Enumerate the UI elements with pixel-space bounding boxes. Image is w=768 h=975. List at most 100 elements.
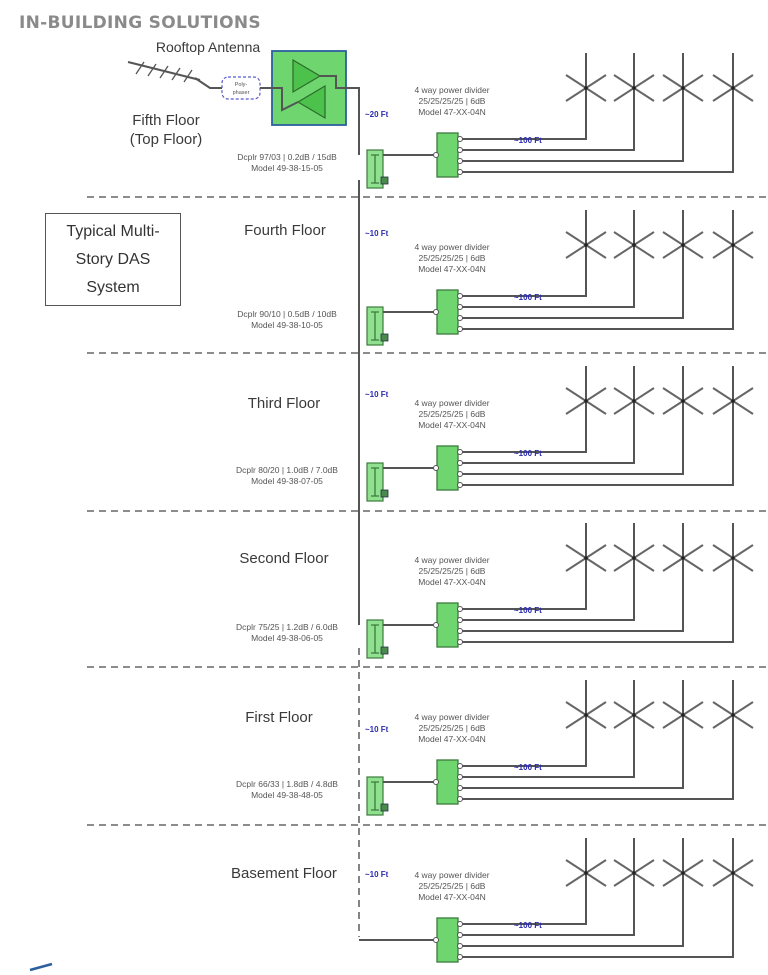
branch-length-label: ~100 Ft — [514, 136, 542, 145]
antenna-center — [584, 86, 588, 90]
branch-cable — [462, 838, 684, 947]
antenna-center — [731, 86, 735, 90]
riser-cable — [346, 87, 360, 155]
branch-cable — [462, 366, 635, 464]
coupler-spec: Dcplr 90/10 | 0.5dB / 10dB — [237, 309, 337, 319]
divider-output-port — [457, 460, 463, 466]
branch-cable — [462, 210, 684, 319]
branch-cable — [462, 838, 635, 936]
power-divider-icon — [436, 917, 459, 963]
power-divider-icon — [436, 602, 459, 648]
divider-output-port — [457, 954, 463, 960]
divider-name: 4 way power divider — [414, 712, 489, 722]
branch-length-label: ~100 Ft — [514, 606, 542, 615]
divider-output-port — [457, 304, 463, 310]
antenna-center — [632, 399, 636, 403]
floor-name: First Floor — [245, 709, 313, 726]
divider-output-port — [457, 293, 463, 299]
floor-name-sub: (Top Floor) — [130, 131, 203, 148]
divider-output-port — [457, 449, 463, 455]
branch-cable — [462, 53, 635, 151]
yagi-element — [171, 67, 181, 81]
riser-length-label: ~20 Ft — [365, 110, 389, 119]
floor-1: Fourth Floor~10 Ft4 way power divider25/… — [237, 210, 754, 346]
divider-name: 4 way power divider — [414, 555, 489, 565]
floor-name: Basement Floor — [231, 865, 337, 882]
coupler-spec: Dcplr 97/03 | 0.2dB / 15dB — [237, 152, 337, 162]
dome-antenna-icon — [662, 544, 704, 572]
divider-model: Model 47-XX-04N — [418, 107, 486, 117]
divider-model: Model 47-XX-04N — [418, 577, 486, 587]
divider-input-port — [433, 937, 439, 943]
dome-antenna-icon — [613, 387, 655, 415]
antenna-center — [731, 243, 735, 247]
floor-2: Third Floor~10 Ft4 way power divider25/2… — [236, 366, 754, 502]
directional-coupler-icon — [366, 306, 389, 346]
dome-antenna-icon — [613, 74, 655, 102]
coupler-spec: Dcplr 75/25 | 1.2dB / 6.0dB — [236, 622, 338, 632]
dome-antenna-icon — [662, 859, 704, 887]
antenna-center — [584, 713, 588, 717]
amplifier-path — [272, 75, 346, 112]
divider-name: 4 way power divider — [414, 870, 489, 880]
antenna-center — [731, 871, 735, 875]
branch-cable — [462, 523, 587, 610]
dome-antenna-icon — [613, 231, 655, 259]
divider-output-port — [457, 785, 463, 791]
floor-0: Fifth Floor(Top Floor)~20 Ft4 way power … — [130, 53, 754, 189]
dome-antenna-icon — [712, 859, 754, 887]
divider-output-port — [457, 482, 463, 488]
branch-length-label: ~100 Ft — [514, 921, 542, 930]
floor-name: Fifth Floor — [132, 112, 200, 129]
power-divider-icon — [436, 759, 459, 805]
branch-length-label: ~100 Ft — [514, 293, 542, 302]
antenna-center — [681, 713, 685, 717]
page-title: IN-BUILDING SOLUTIONS — [19, 13, 261, 33]
antenna-center — [731, 713, 735, 717]
divider-name: 4 way power divider — [414, 398, 489, 408]
branch-cable — [462, 210, 635, 308]
antenna-center — [584, 556, 588, 560]
coupler-termination — [380, 176, 389, 185]
branch-cable — [462, 680, 734, 800]
divider-output-port — [457, 943, 463, 949]
yagi-element — [147, 63, 157, 77]
coupler-glyph — [371, 154, 379, 184]
branch-cable — [462, 838, 734, 958]
branch-cable — [462, 680, 587, 767]
branch-cable — [462, 366, 587, 453]
dome-antenna-icon — [613, 859, 655, 887]
riser-length-label: ~10 Ft — [365, 390, 389, 399]
dome-antenna-icon — [662, 701, 704, 729]
branch-cable — [462, 53, 684, 162]
dome-antenna-icon — [613, 544, 655, 572]
antenna-center — [632, 871, 636, 875]
divider-model: Model 47-XX-04N — [418, 264, 486, 274]
dome-antenna-icon — [712, 701, 754, 729]
branch-cable — [462, 210, 734, 330]
branch-cable — [462, 680, 635, 778]
divider-model: Model 47-XX-04N — [418, 420, 486, 430]
divider-input-port — [433, 622, 439, 628]
amplifier-uplink-triangle — [292, 58, 322, 94]
branch-cable — [462, 210, 587, 297]
floor-name: Second Floor — [239, 550, 328, 567]
divider-output-port — [457, 628, 463, 634]
divider-output-port — [457, 796, 463, 802]
dome-antenna-icon — [565, 544, 607, 572]
divider-output-port — [457, 147, 463, 153]
divider-output-port — [457, 158, 463, 164]
divider-output-port — [457, 136, 463, 142]
branch-cable — [462, 366, 734, 486]
logo-fragment-icon — [29, 962, 53, 972]
branch-cable — [462, 53, 587, 140]
divider-model: Model 47-XX-04N — [418, 734, 486, 744]
antenna-center — [681, 243, 685, 247]
antenna-center — [584, 399, 588, 403]
divider-spec: 25/25/25/25 | 6dB — [419, 566, 486, 576]
antenna-center — [681, 871, 685, 875]
dome-antenna-icon — [712, 74, 754, 102]
power-divider-icon — [436, 132, 459, 178]
